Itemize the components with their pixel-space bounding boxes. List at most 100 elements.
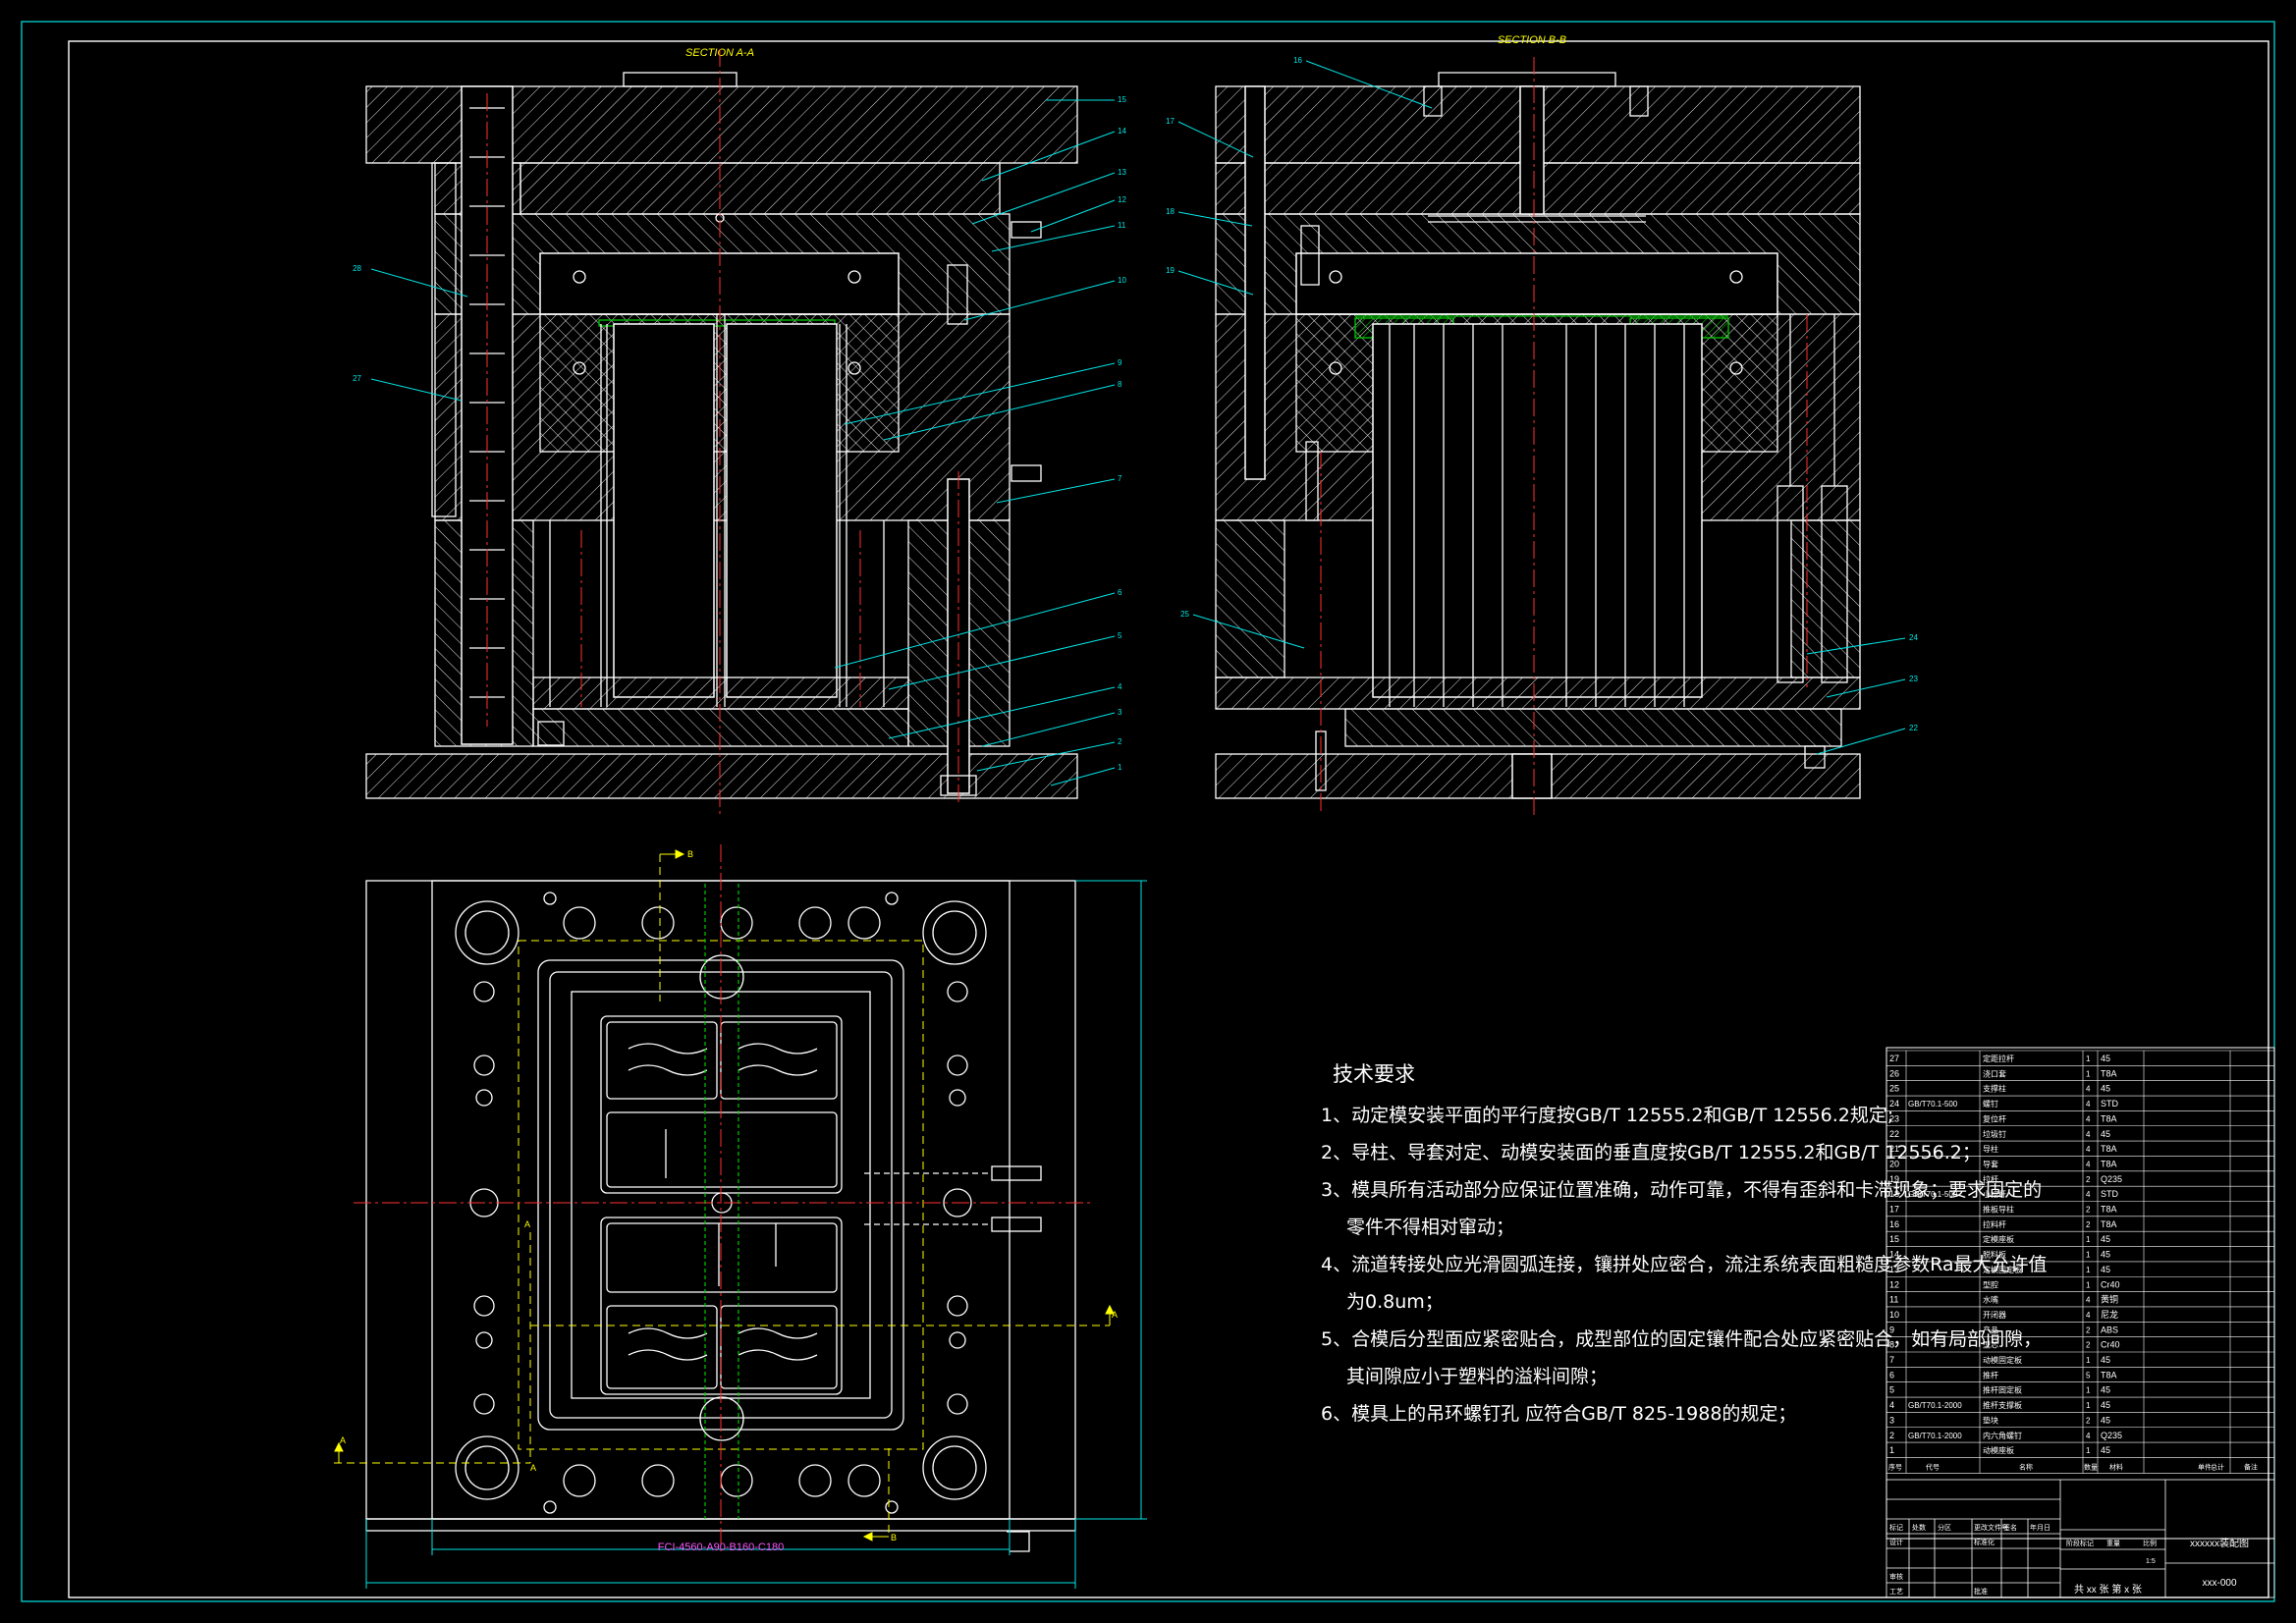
bom-row-2-qty: 4 bbox=[2086, 1432, 2091, 1440]
bom-row-27-material: 45 bbox=[2101, 1054, 2110, 1063]
mold-base-spec: FCI-4560-A90-B160-C180 bbox=[658, 1542, 784, 1553]
bom-row-6-index: 6 bbox=[1889, 1370, 1894, 1380]
technical-requirements: 技术要求 1、动定模安装平面的平行度按GB/T 12555.2和GB/T 125… bbox=[1321, 1055, 2048, 1433]
tech-item-5-cont: 其间隙应小于塑料的溢料间隙； bbox=[1346, 1366, 1609, 1387]
bom-row-4-code: GB/T70.1-2000 bbox=[1908, 1401, 1962, 1410]
bom-row-7-name: 动模固定板 bbox=[1983, 1355, 2022, 1365]
bom-row-27-qty: 1 bbox=[2086, 1055, 2091, 1063]
bom-row-21-material: T8A bbox=[2101, 1144, 2117, 1154]
bom-row-26-name: 浇口套 bbox=[1983, 1068, 2006, 1078]
bom-row-9-material: ABS bbox=[2101, 1325, 2118, 1334]
bom-row-13-index: 13 bbox=[1889, 1265, 1899, 1274]
bom-row-24-material: STD bbox=[2101, 1099, 2119, 1109]
bom-row-21-qty: 4 bbox=[2086, 1145, 2091, 1154]
bom-grid bbox=[1886, 1050, 2275, 1474]
bom-row-24-index: 24 bbox=[1889, 1099, 1899, 1109]
bom-row-1-index: 1 bbox=[1889, 1445, 1894, 1455]
bom-row-23-index: 23 bbox=[1889, 1113, 1899, 1123]
tb-label-biaozhunhua: 标准化 bbox=[1974, 1538, 1995, 1546]
bom-row-15-name: 定模座板 bbox=[1983, 1234, 2014, 1244]
outer-frame bbox=[21, 21, 2275, 1602]
bom-row-13-name: 定模固定板 bbox=[1983, 1265, 2022, 1274]
bom-row-13-qty: 1 bbox=[2086, 1266, 2091, 1274]
bom-header-2: 名称 bbox=[2019, 1462, 2033, 1471]
callout-23: 23 bbox=[1909, 675, 1918, 683]
bom-row-4-name: 推杆支撑板 bbox=[1983, 1400, 2022, 1410]
bom-row-5-material: 45 bbox=[2101, 1385, 2110, 1395]
bom-row-19-qty: 2 bbox=[2086, 1175, 2091, 1184]
bom-header-1: 代号 bbox=[1926, 1462, 1940, 1471]
bom-row-1-material: 45 bbox=[2101, 1445, 2110, 1455]
bom-header-0: 序号 bbox=[1888, 1462, 1902, 1471]
tb-label-gongyi: 工艺 bbox=[1889, 1588, 1903, 1596]
bom-row-26-index: 26 bbox=[1889, 1068, 1899, 1078]
bom-row-18-material: STD bbox=[2101, 1189, 2119, 1199]
tech-requirements-title: 技术要求 bbox=[1333, 1062, 1415, 1086]
bom-row-7-qty: 1 bbox=[2086, 1356, 2091, 1365]
bom-row-8-index: 8 bbox=[1889, 1340, 1894, 1350]
section-b-b-title: SECTION B-B bbox=[1498, 34, 1566, 46]
bom-row-3-name: 垫块 bbox=[1983, 1415, 1998, 1425]
bom-row-16-name: 拉料杆 bbox=[1983, 1219, 2006, 1229]
tb-label-genggai: 更改文件号 bbox=[1974, 1523, 2008, 1532]
tb-label-pizhun: 批准 bbox=[1974, 1587, 1988, 1596]
tech-item-3: 3、模具所有活动部分应保证位置准确，动作可靠，不得有歪斜和卡滞现象；要求固定的 bbox=[1321, 1179, 2043, 1201]
tb-label-jieduan: 阶段标记 bbox=[2066, 1539, 2094, 1547]
bom-row-6-qty: 5 bbox=[2086, 1371, 2091, 1380]
callout-2: 2 bbox=[1118, 737, 1122, 746]
cut-label-a-inner-top: A bbox=[524, 1219, 530, 1229]
bom-row-12-index: 12 bbox=[1889, 1279, 1899, 1289]
callout-3: 3 bbox=[1118, 708, 1122, 717]
bom-header-4: 材料 bbox=[2109, 1462, 2123, 1471]
bom-row-17-qty: 2 bbox=[2086, 1206, 2091, 1215]
bom-row-22-qty: 4 bbox=[2086, 1130, 2091, 1139]
cut-label-a-right: A bbox=[1112, 1310, 1118, 1320]
bom-row-24-qty: 4 bbox=[2086, 1100, 2091, 1109]
callout-7: 7 bbox=[1118, 474, 1122, 483]
cut-label-b-top: B bbox=[687, 849, 693, 859]
tb-drawing-name: xxxxxx装配图 bbox=[2190, 1537, 2249, 1549]
section-a-a-centerlines bbox=[486, 49, 959, 815]
bom-row-26-material: T8A bbox=[2101, 1068, 2117, 1078]
bom-row-16-qty: 2 bbox=[2086, 1220, 2091, 1229]
callout-24: 24 bbox=[1909, 633, 1918, 642]
cut-label-b-bottom: B bbox=[891, 1533, 897, 1542]
bom-row-9-qty: 2 bbox=[2086, 1325, 2091, 1334]
tb-label-qianming: 签名 bbox=[2003, 1523, 2017, 1532]
bom-row-19-material: Q235 bbox=[2101, 1174, 2122, 1184]
bom-row-2-name: 内六角螺钉 bbox=[1983, 1431, 2022, 1440]
bom-row-11-material: 黄铜 bbox=[2101, 1294, 2118, 1305]
bom-row-3-qty: 2 bbox=[2086, 1416, 2091, 1425]
bom-row-8-material: Cr40 bbox=[2101, 1340, 2120, 1350]
bom-row-10-material: 尼龙 bbox=[2101, 1309, 2118, 1320]
bom-header-6: 总计 bbox=[2211, 1462, 2224, 1471]
inner-frame bbox=[68, 40, 2269, 1598]
bom-row-10-qty: 4 bbox=[2086, 1311, 2091, 1320]
bom-row-10-index: 10 bbox=[1889, 1310, 1899, 1320]
bom-header-5: 单件 bbox=[2198, 1462, 2212, 1471]
tb-drawing-number: xxx-000 bbox=[2202, 1578, 2236, 1589]
callout-11: 11 bbox=[1118, 221, 1126, 230]
bom-row-20-material: T8A bbox=[2101, 1159, 2117, 1168]
tech-item-1: 1、动定模安装平面的平行度按GB/T 12555.2和GB/T 12556.2规… bbox=[1321, 1105, 1894, 1126]
bom-row-23-material: T8A bbox=[2101, 1113, 2117, 1123]
section-cut-markers bbox=[334, 849, 1115, 1542]
bom-row-18-code: GB/T70.1-500 bbox=[1908, 1190, 1958, 1199]
callout-6: 6 bbox=[1118, 588, 1122, 597]
bom-row-23-qty: 4 bbox=[2086, 1114, 2091, 1123]
plan-view-runner bbox=[704, 884, 739, 1519]
bom-row-25-name: 支撑柱 bbox=[1983, 1084, 2006, 1094]
tb-label-bili: 比例 bbox=[2143, 1539, 2157, 1547]
callout-10: 10 bbox=[1118, 276, 1126, 285]
callout-5: 5 bbox=[1118, 631, 1122, 640]
bom-row-26-qty: 1 bbox=[2086, 1069, 2091, 1078]
section-cut-labels: B B A A A A bbox=[340, 849, 1118, 1542]
bom-row-9-index: 9 bbox=[1889, 1325, 1894, 1334]
bom-row-5-index: 5 bbox=[1889, 1385, 1894, 1395]
bom-row-27-index: 27 bbox=[1889, 1054, 1899, 1063]
callout-4: 4 bbox=[1118, 682, 1122, 691]
bom-header-7: 备注 bbox=[2244, 1462, 2258, 1471]
bom-row-20-index: 20 bbox=[1889, 1159, 1899, 1168]
section-b-b-centerlines bbox=[1320, 57, 1808, 815]
